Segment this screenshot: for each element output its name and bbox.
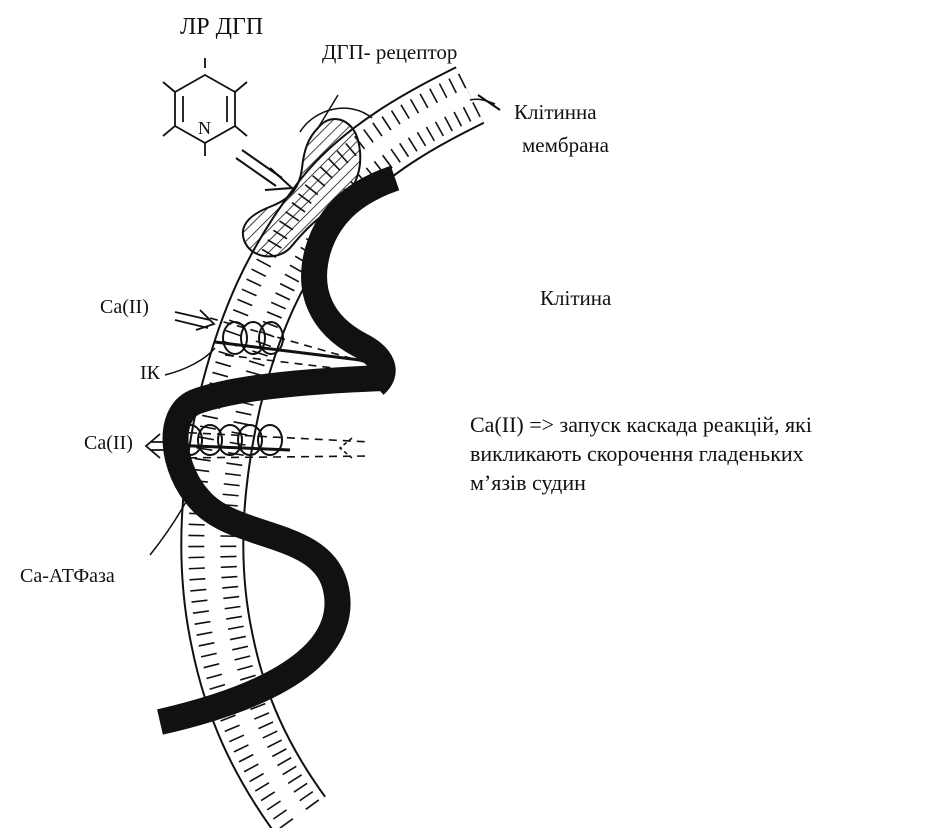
cell-label: Клітина <box>540 286 611 311</box>
effect-line-1: Ca(II) => запуск каскада реакцій, які <box>470 410 940 439</box>
effect-line-3: м’язів судин <box>470 468 940 497</box>
membrane-label-line2: мембрана <box>522 133 609 158</box>
coupling-strand <box>314 178 395 385</box>
svg-text:N: N <box>198 118 211 138</box>
ca-lower-label: Ca(II) <box>84 432 133 455</box>
membrane-label-line1: Клітинна <box>514 100 597 125</box>
calcium-effect-text: Ca(II) => запуск каскада реакцій, які ви… <box>470 410 940 497</box>
ca-atpase-label: Ca-АТФаза <box>20 565 115 588</box>
effect-line-2: викликають скорочення гладеньких <box>470 439 940 468</box>
ligand-label: ЛР ДГП <box>180 14 263 41</box>
ion-channel-label: ІК <box>140 362 160 385</box>
receptor-label: ДГП- рецептор <box>322 40 457 65</box>
dhp-molecule-icon: N <box>163 58 247 156</box>
binding-arrow <box>236 150 292 190</box>
ca-upper-arrow <box>175 310 214 330</box>
ca-upper-label: Ca(II) <box>100 296 149 319</box>
